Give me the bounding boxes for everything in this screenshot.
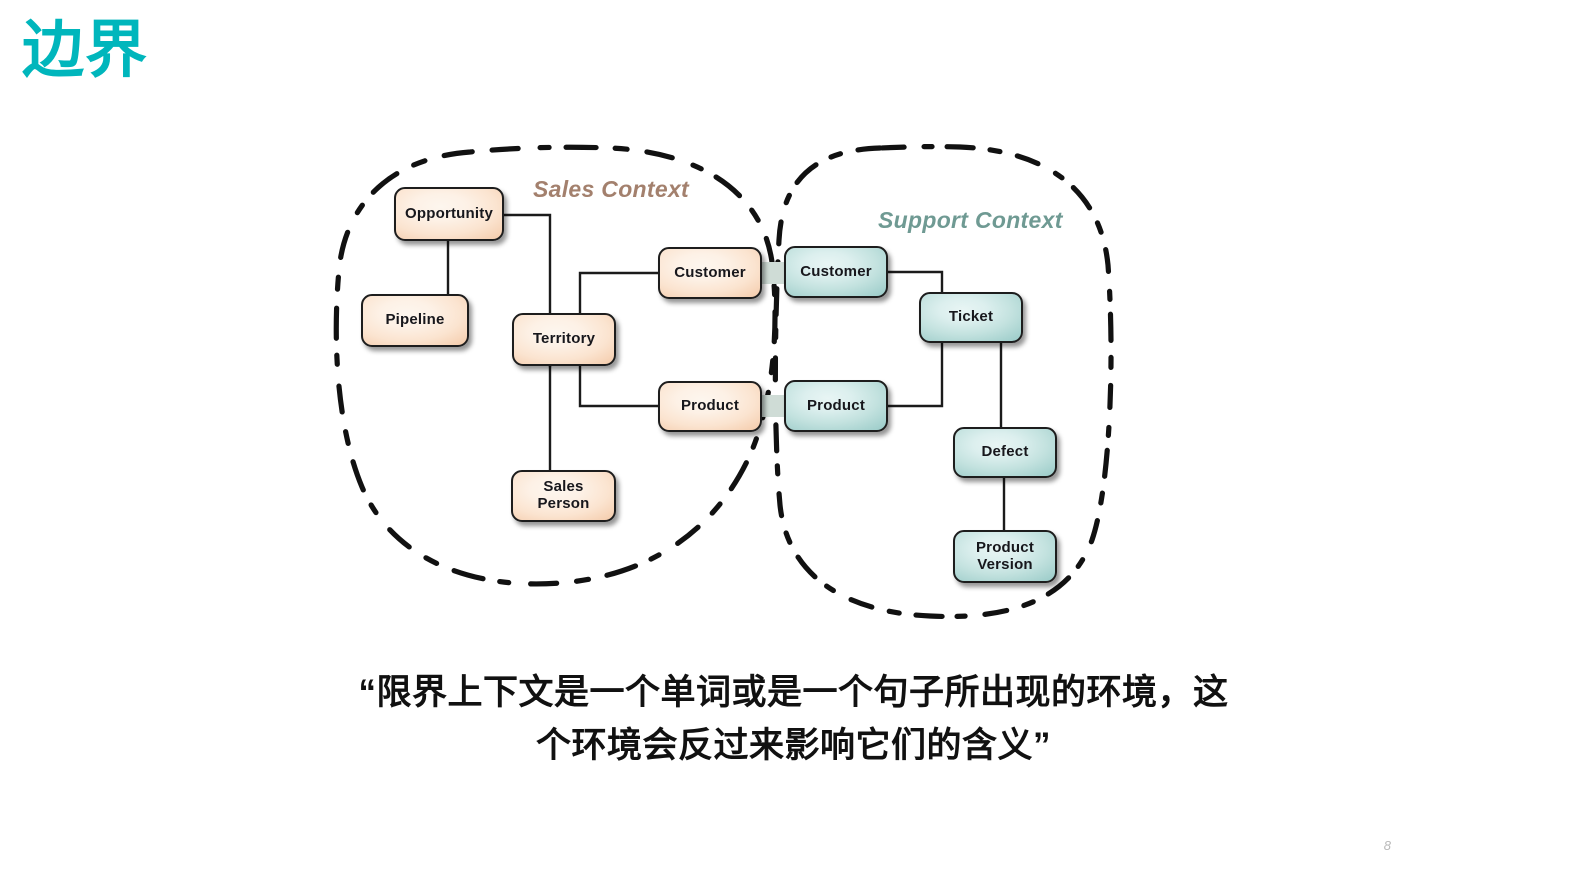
bridge-customer bbox=[756, 262, 792, 284]
bridge-product bbox=[756, 395, 792, 417]
node-defect-label: Defect bbox=[981, 443, 1029, 461]
node-ticket-label: Ticket bbox=[948, 308, 994, 326]
sales-context-boundary bbox=[333, 144, 778, 587]
node-opportunity[interactable]: Opportunity bbox=[394, 187, 504, 241]
node-support-customer-label: Customer bbox=[800, 262, 872, 280]
node-sales-person-label: Sales Person bbox=[537, 478, 590, 512]
node-pipeline-label: Pipeline bbox=[385, 311, 445, 329]
caption-line-2: 个环境会反过来影响它们的含义” bbox=[535, 726, 1051, 766]
edge-support-product-ticket bbox=[886, 340, 944, 408]
node-defect[interactable]: Defect bbox=[953, 427, 1057, 478]
connector-lines bbox=[446, 213, 1006, 533]
support-context-label: Support Context bbox=[878, 207, 1063, 233]
page-title: 边界 bbox=[22, 16, 149, 85]
node-territory-label: Territory bbox=[532, 330, 596, 348]
node-territory[interactable]: Territory bbox=[512, 313, 616, 366]
node-product-version-label-line1: Product bbox=[975, 538, 1035, 556]
node-support-product-label: Product bbox=[806, 396, 866, 414]
node-pipeline[interactable]: Pipeline bbox=[361, 294, 469, 347]
node-ticket[interactable]: Ticket bbox=[919, 292, 1023, 343]
edge-territory-sales-customer bbox=[578, 271, 661, 315]
edge-support-customer-ticket bbox=[886, 270, 944, 295]
caption: “限界上下文是一个单词或是一个句子所出现的环境，这 个环境会反过来影响它们的含义… bbox=[0, 666, 1587, 772]
node-product-version-label-line2: Version bbox=[977, 555, 1033, 573]
node-support-customer[interactable]: Customer bbox=[784, 246, 888, 298]
node-sales-customer[interactable]: Customer bbox=[658, 247, 762, 299]
sales-context-label: Sales Context bbox=[533, 176, 690, 202]
node-product-version[interactable]: Product Version bbox=[953, 530, 1057, 583]
node-sales-product[interactable]: Product bbox=[658, 381, 762, 432]
node-sales-person[interactable]: Sales Person bbox=[511, 470, 616, 522]
node-opportunity-label: Opportunity bbox=[404, 204, 494, 222]
caption-line-1: “限界上下文是一个单词或是一个句子所出现的环境，这 bbox=[358, 673, 1229, 712]
node-sales-product-label: Product bbox=[680, 397, 740, 415]
edge-territory-sales-product bbox=[578, 362, 661, 408]
node-sales-customer-label: Customer bbox=[674, 263, 746, 281]
support-context-boundary bbox=[772, 143, 1114, 620]
page-number: 8 bbox=[1383, 838, 1391, 853]
node-support-product[interactable]: Product bbox=[784, 380, 888, 432]
